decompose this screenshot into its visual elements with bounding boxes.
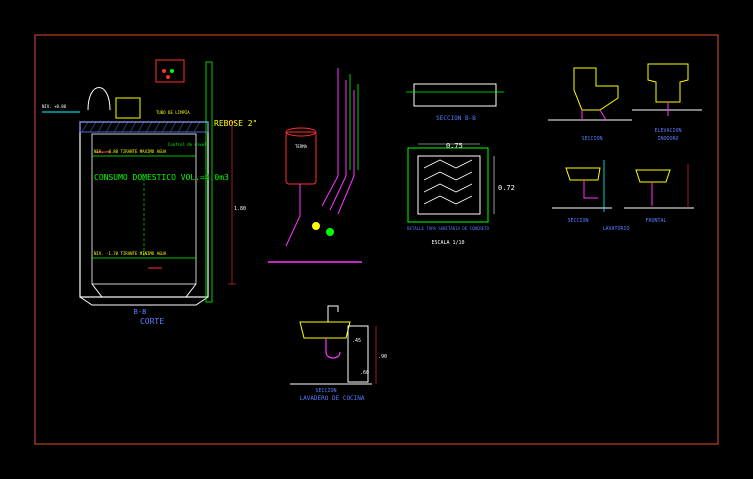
- tank-footing: [79, 283, 209, 306]
- cover-plan-outer: [407, 147, 489, 223]
- cover-depth-dim: 0.72: [498, 184, 515, 192]
- tank-title-top: B-B: [134, 308, 147, 316]
- section-bb-title: SECCION B-B: [436, 115, 476, 122]
- height-dimension-label: 1.80: [234, 206, 246, 212]
- sink-dim-2: .90: [378, 354, 387, 360]
- lavatory-front-title: FRONTAL: [645, 218, 666, 224]
- cover-plan-inner: [417, 155, 481, 215]
- lavatory-front-outline: [635, 169, 671, 183]
- section-bb: SECCION B-B 0.75 0.72 DETALLE TAPA SANIT…: [406, 83, 515, 246]
- toilet-elevation-subtitle: INODORO: [657, 136, 678, 142]
- toilet-detail: SECCION ELEVACION INODORO: [548, 63, 702, 142]
- cover-herringbone: [423, 159, 473, 205]
- inlet-level-label: NIV. +0.80: [42, 104, 67, 109]
- kitchen-sink-detail: .45 .90 .60 SECCION LAVADERO DE COCINA: [290, 305, 387, 402]
- cover-scale: ESCALA 1/10: [431, 240, 464, 246]
- rebose-label: REBOSE 2": [214, 119, 257, 128]
- cleanout-label: TUBO DE LIMPIA: [156, 110, 190, 115]
- sink-trap: [325, 338, 341, 359]
- control-panel: [155, 59, 185, 83]
- min-level-label: NIV. -1.70 TIRANTE MINIMO AGUA: [94, 251, 167, 256]
- toilet-section-title: SECCION: [581, 136, 602, 142]
- sink-dim-1: .45: [352, 338, 361, 344]
- heater-tank: [285, 131, 317, 185]
- sink-dim-3: .60: [360, 370, 369, 376]
- pump-box: [115, 97, 141, 119]
- slab-hatch: [81, 121, 201, 133]
- sink-outline: [299, 321, 351, 339]
- max-level-label: NIV. -0.80 TIRANTE MAXIMO AGUA: [94, 149, 167, 154]
- volume-label: CONSUMO DOMESTICO VOL.=4.0m3: [94, 173, 229, 182]
- sink-title: LAVADERO DE COCINA: [299, 395, 364, 402]
- lavatory-section-outline: [565, 167, 601, 181]
- toilet-elevation-title: ELEVACION: [654, 128, 681, 134]
- tank-section: REBOSE 2" CONSUMO DOMESTICO VOL.=4.0m3 N…: [42, 59, 257, 326]
- lavatory-section-title: SECCION: [567, 218, 588, 224]
- tank-title: CORTE: [140, 317, 164, 326]
- tank-inner-wall: [91, 133, 197, 285]
- sink-section-title: SECCION: [315, 388, 336, 394]
- drawing-frame: [34, 34, 719, 445]
- sink-cabinet: [347, 325, 369, 383]
- water-heater-iso: TERMA: [268, 68, 362, 263]
- cover-width-dim: 0.75: [446, 142, 463, 150]
- toilet-elevation-outline: [647, 63, 689, 103]
- heater-label: TERMA: [295, 144, 308, 149]
- cover-note: DETALLE TAPA SANITARIA DE CONCRETO: [407, 226, 489, 231]
- lavatory-group-title: LAVATORIO: [602, 226, 629, 232]
- toilet-section-outline: [573, 67, 619, 111]
- sink-faucet: [327, 305, 339, 322]
- level-control-label: Control de nivel: [168, 142, 207, 147]
- heater-pipes: [285, 68, 355, 247]
- cover-section: [413, 83, 497, 107]
- lavatory-detail: SECCION FRONTAL LAVATORIO: [552, 160, 694, 232]
- vent-pipe: [205, 61, 213, 303]
- float-valve: [87, 87, 111, 111]
